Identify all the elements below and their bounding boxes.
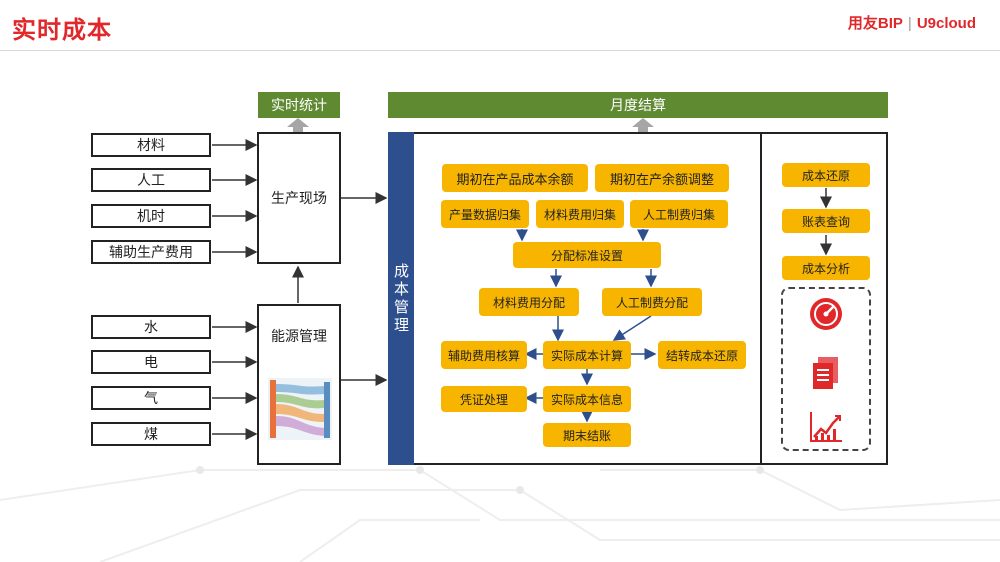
- brand-product: U9cloud: [916, 15, 976, 32]
- chart-icon: [810, 412, 842, 442]
- document-icon: [813, 357, 838, 389]
- input-water: 水: [91, 315, 211, 339]
- production-site-label: 生产现场: [271, 191, 327, 207]
- energy-management-label: 能源管理: [271, 329, 327, 345]
- cost-restore-box: 成本还原: [782, 163, 870, 187]
- analysis-icon-panel: [781, 287, 871, 451]
- input-aux-production-cost: 辅助生产费用: [91, 240, 211, 264]
- brand-logo: 用友BIP|U9cloud: [848, 12, 976, 33]
- carryover-cost-restore-box: 结转成本还原: [658, 341, 746, 369]
- cost-management-bar: 成本管理: [388, 132, 414, 465]
- input-coal: 煤: [91, 422, 211, 446]
- energy-management-box: 能源管理: [257, 304, 341, 465]
- material-cost-collect-box: 材料费用归集: [536, 200, 624, 228]
- page-title: 实时成本: [12, 16, 112, 44]
- realtime-stats-bar: 实时统计: [258, 92, 340, 118]
- labor-overhead-collect-box: 人工制费归集: [630, 200, 728, 228]
- material-cost-allocation-box: 材料费用分配: [479, 288, 579, 316]
- aux-cost-accounting-box: 辅助费用核算: [441, 341, 527, 369]
- opening-wip-balance-box: 期初在产品成本余额: [442, 164, 588, 192]
- actual-cost-calc-box: 实际成本计算: [543, 341, 631, 369]
- up-arrow-monthly: [632, 118, 654, 132]
- input-labor: 人工: [91, 168, 211, 192]
- opening-wip-adjust-box: 期初在产余额调整: [595, 164, 729, 192]
- input-machine-hours: 机时: [91, 204, 211, 228]
- arrow-labor-to-calc: [612, 315, 652, 341]
- allocation-standard-box: 分配标准设置: [513, 242, 661, 268]
- monthly-settlement-bar: 月度结算: [388, 92, 888, 118]
- period-end-close-box: 期末结账: [543, 423, 631, 447]
- brand-separator: |: [907, 15, 912, 32]
- input-power: 电: [91, 350, 211, 374]
- report-query-box: 账表查询: [782, 209, 870, 233]
- up-arrow-realtime-stats: [287, 118, 309, 132]
- gauge-icon: [810, 298, 842, 330]
- voucher-processing-box: 凭证处理: [441, 386, 527, 412]
- production-site-box: 生产现场: [257, 132, 341, 264]
- cost-analysis-box: 成本分析: [782, 256, 870, 280]
- brand-name: 用友BIP: [847, 15, 903, 32]
- input-gas: 气: [91, 386, 211, 410]
- actual-cost-info-box: 实际成本信息: [543, 386, 631, 412]
- cost-analysis-area: [760, 132, 888, 465]
- input-material: 材料: [91, 133, 211, 157]
- energy-flow-thumbnail: [268, 378, 332, 440]
- header-divider: [0, 50, 1000, 51]
- labor-overhead-allocation-box: 人工制费分配: [602, 288, 702, 316]
- cost-management-label: 成本管理: [392, 262, 410, 335]
- output-data-collect-box: 产量数据归集: [441, 200, 529, 228]
